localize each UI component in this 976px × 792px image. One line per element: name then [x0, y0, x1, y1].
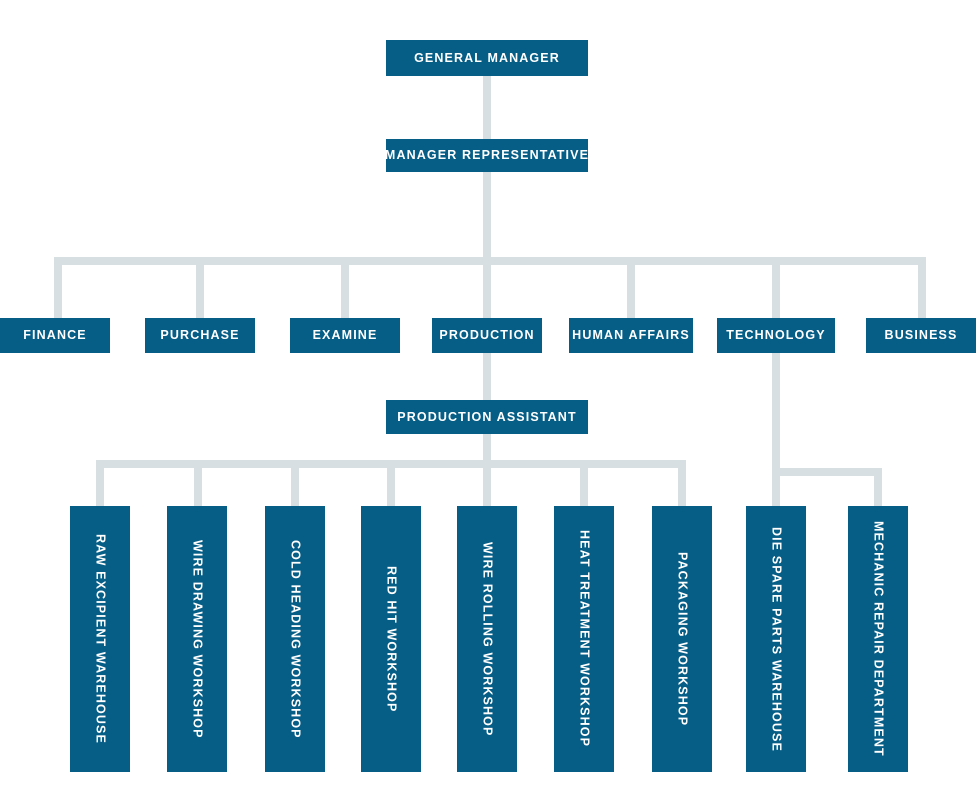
node-label: PURCHASE — [160, 328, 240, 343]
connector-drop-human-affairs — [627, 257, 635, 318]
node-technology[interactable]: TECHNOLOGY — [717, 318, 835, 353]
node-label: HEAT TREATMENT WORKSHOP — [577, 530, 592, 748]
node-label: EXAMINE — [312, 328, 378, 343]
connector-drop-wire-rolling-workshop — [483, 460, 491, 506]
connector-drop-technology — [772, 257, 780, 318]
connector-drop-production — [483, 257, 491, 318]
node-label: RED HIT WORKSHOP — [384, 565, 399, 713]
connector-drop-mechanic-repair-department — [874, 468, 882, 506]
node-label: RAW EXCIPIENT WAREHOUSE — [93, 534, 108, 744]
node-wire-rolling-workshop[interactable]: WIRE ROLLING WORKSHOP — [457, 506, 517, 772]
connector-production-to-assistant — [483, 353, 491, 400]
node-finance[interactable]: FINANCE — [0, 318, 110, 353]
node-packaging-workshop[interactable]: PACKAGING WORKSHOP — [652, 506, 712, 772]
node-business[interactable]: BUSINESS — [866, 318, 976, 353]
connector-technology-stem — [772, 353, 780, 468]
node-label: PRODUCTION ASSISTANT — [397, 409, 577, 424]
node-cold-heading-workshop[interactable]: COLD HEADING WORKSHOP — [265, 506, 325, 772]
connector-drop-packaging-workshop — [678, 460, 686, 506]
connector-drop-heat-treatment-workshop — [580, 460, 588, 506]
node-label: FINANCE — [23, 328, 87, 343]
node-label: COLD HEADING WORKSHOP — [288, 539, 303, 739]
node-label: WIRE DRAWING WORKSHOP — [190, 539, 205, 739]
node-mechanic-repair-department[interactable]: MECHANIC REPAIR DEPARTMENT — [848, 506, 908, 772]
node-general-manager[interactable]: GENERAL MANAGER — [386, 40, 588, 76]
node-die-spare-parts-warehouse[interactable]: DIE SPARE PARTS WAREHOUSE — [746, 506, 806, 772]
node-label: TECHNOLOGY — [726, 328, 826, 343]
connector-drop-wire-drawing-workshop — [194, 460, 202, 506]
connector-gm-to-mr — [483, 76, 491, 139]
node-examine[interactable]: EXAMINE — [290, 318, 400, 353]
node-manager-representative[interactable]: MANAGER REPRESENTATIVE — [384, 139, 590, 172]
node-human-affairs[interactable]: HUMAN AFFAIRS — [569, 318, 693, 353]
node-label: HUMAN AFFAIRS — [572, 328, 690, 343]
connector-drop-purchase — [196, 257, 204, 318]
connector-mr-stem — [483, 172, 491, 257]
connector-drop-examine — [341, 257, 349, 318]
connector-drop-red-hit-workshop — [387, 460, 395, 506]
node-production-assistant[interactable]: PRODUCTION ASSISTANT — [386, 400, 588, 434]
connector-drop-finance — [54, 257, 62, 318]
connector-drop-die-spare-parts-warehouse — [772, 468, 780, 506]
node-red-hit-workshop[interactable]: RED HIT WORKSHOP — [361, 506, 421, 772]
node-label: GENERAL MANAGER — [414, 50, 560, 65]
node-label: BUSINESS — [884, 328, 958, 343]
node-label: WIRE ROLLING WORKSHOP — [480, 541, 495, 737]
connector-drop-business — [918, 257, 926, 318]
node-production[interactable]: PRODUCTION — [432, 318, 542, 353]
node-label: DIE SPARE PARTS WAREHOUSE — [769, 526, 784, 752]
node-raw-excipient-warehouse[interactable]: RAW EXCIPIENT WAREHOUSE — [70, 506, 130, 772]
connector-technology-bus — [772, 468, 882, 476]
node-heat-treatment-workshop[interactable]: HEAT TREATMENT WORKSHOP — [554, 506, 614, 772]
connector-assistant-stem — [483, 434, 491, 460]
node-wire-drawing-workshop[interactable]: WIRE DRAWING WORKSHOP — [167, 506, 227, 772]
node-label: PACKAGING WORKSHOP — [675, 551, 690, 727]
connector-drop-cold-heading-workshop — [291, 460, 299, 506]
node-label: MANAGER REPRESENTATIVE — [384, 148, 590, 163]
connector-drop-raw-excipient-warehouse — [96, 460, 104, 506]
node-purchase[interactable]: PURCHASE — [145, 318, 255, 353]
node-label: PRODUCTION — [439, 328, 535, 343]
node-label: MECHANIC REPAIR DEPARTMENT — [871, 521, 886, 757]
